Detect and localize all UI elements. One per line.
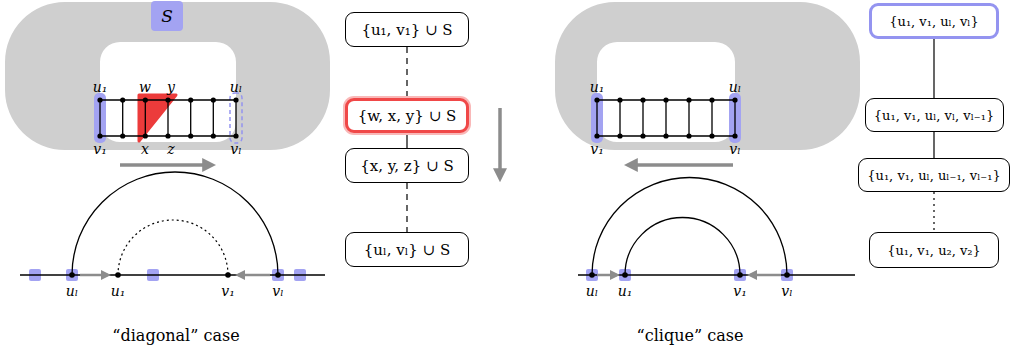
arc <box>592 178 787 275</box>
vertex-label: u₁ <box>111 284 126 299</box>
tree-edge <box>933 39 934 98</box>
vertex-label: v₁ <box>93 142 107 157</box>
direction-arrow <box>597 274 617 277</box>
box-text: {u₁, v₁, uₗ, uₗ₋₁, vₗ₋₁} <box>867 168 1000 183</box>
number-line <box>578 274 855 275</box>
vertex-label: u₁ <box>618 284 633 299</box>
annulus <box>555 2 860 150</box>
vertex-label: v₁ <box>590 142 604 157</box>
tree-edge <box>933 132 934 158</box>
vertex-label: y <box>167 80 175 95</box>
box-text: {u₁, v₁, uₗ, vₗ} <box>889 14 979 29</box>
direction-arrow <box>498 108 502 178</box>
bag-box-highlighted: {u₁, v₁, uₗ, vₗ} <box>869 3 999 39</box>
vertex-label: vₗ <box>781 284 792 299</box>
vertex-label: w <box>139 80 151 95</box>
box-text: {uₗ, vₗ} ∪ S <box>364 241 450 259</box>
vertex-dots <box>69 272 281 278</box>
bag-box: {u₁, v₁, uₗ, vₗ, vₗ₋₁} <box>865 98 1004 132</box>
case-caption: “clique” case <box>637 327 744 345</box>
tree-edge <box>406 47 407 98</box>
direction-arrow <box>238 274 270 277</box>
bag-box: {x, y, z} ∪ S <box>345 148 469 183</box>
bag-box-highlighted: {w, x, y} ∪ S <box>345 98 469 133</box>
vertex-label: uₗ <box>66 284 78 299</box>
separator-box: S <box>151 1 183 31</box>
vertex-label: z <box>167 142 174 157</box>
bag-box: {u₁, v₁, uₗ, uₗ₋₁, vₗ₋₁} <box>858 158 1010 192</box>
ladder-graph <box>100 100 236 136</box>
vertex-label: vₗ <box>230 142 241 157</box>
box-text: {u₁, v₁} ∪ S <box>361 21 452 39</box>
vertex-label: vₗ <box>272 284 283 299</box>
tree-edge <box>406 133 407 148</box>
vertex-label: uₗ <box>230 80 242 95</box>
case-caption: “diagonal” case <box>112 327 239 345</box>
vertex-dots <box>589 272 790 278</box>
direction-arrow <box>80 274 108 277</box>
box-text: {u₁, v₁, u₂, v₂} <box>887 243 981 258</box>
vertex-label: vₗ <box>729 142 740 157</box>
box-text: S <box>161 6 173 26</box>
tree-edge <box>933 192 934 232</box>
vertex-label: v₁ <box>221 284 235 299</box>
bag-box: {u₁, v₁, u₂, v₂} <box>869 232 999 268</box>
vertex-label: x <box>141 142 149 157</box>
vertex-dots <box>97 97 238 138</box>
ladder-graph <box>597 100 735 136</box>
direction-arrow <box>120 163 212 167</box>
triangle-highlight <box>139 95 176 141</box>
vertex-label: u₁ <box>590 80 605 95</box>
direction-arrow <box>628 163 733 167</box>
arc <box>625 217 740 275</box>
vertex-dots <box>594 97 737 138</box>
box-text: {w, x, y} ∪ S <box>358 107 457 125</box>
annulus <box>5 2 330 150</box>
box-text: {x, y, z} ∪ S <box>360 157 453 175</box>
tree-edge <box>406 183 407 232</box>
box-text: {u₁, v₁, uₗ, vₗ, vₗ₋₁} <box>874 108 994 123</box>
bag-box: {u₁, v₁} ∪ S <box>345 12 469 47</box>
vertex-label: u₁ <box>93 80 108 95</box>
bag-box: {uₗ, vₗ} ∪ S <box>345 232 469 267</box>
vertex-label: v₁ <box>733 284 747 299</box>
vertex-label: uₗ <box>586 284 598 299</box>
direction-arrow <box>750 274 781 277</box>
arc-dotted <box>118 220 228 275</box>
arc <box>72 172 278 275</box>
vertex-label: uₗ <box>729 80 741 95</box>
